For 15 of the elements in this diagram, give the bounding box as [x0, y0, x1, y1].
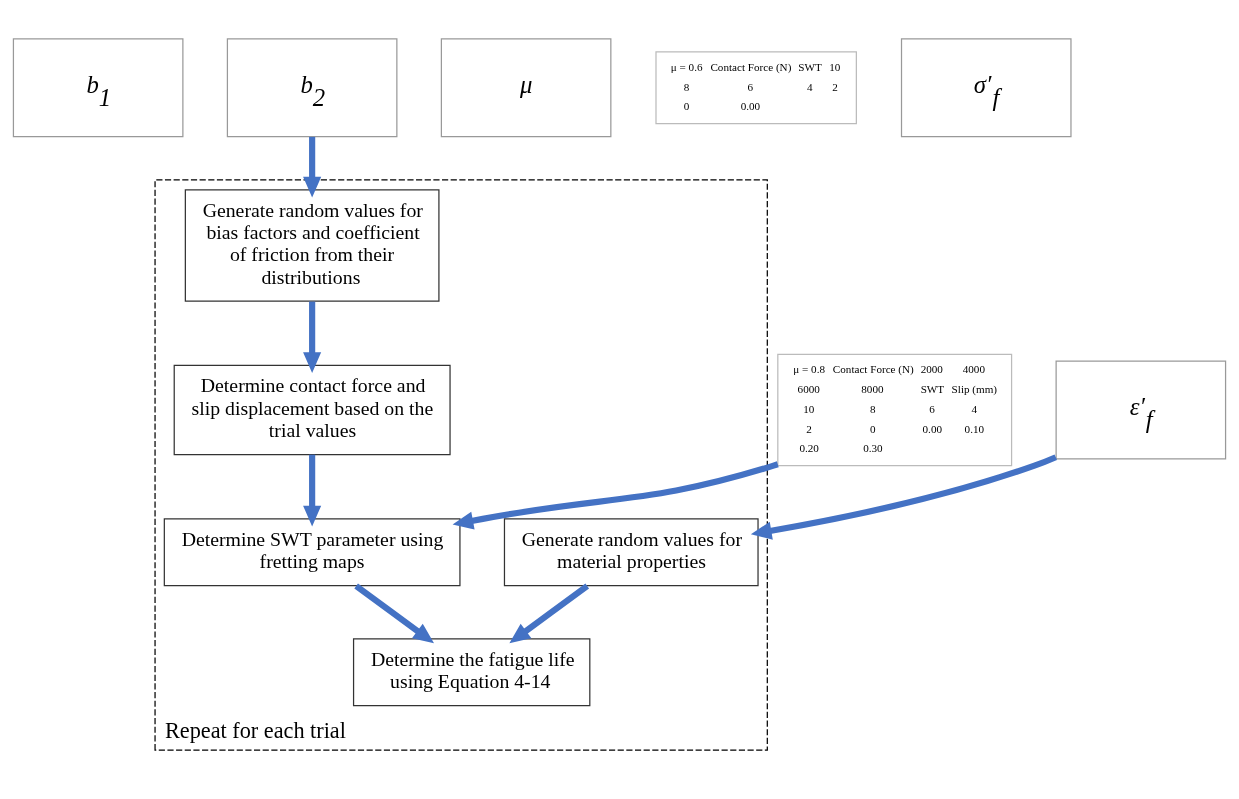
- arrow: [354, 583, 434, 644]
- arrow: [750, 454, 1057, 540]
- arrow: [303, 454, 322, 527]
- node-box: μ: [440, 38, 612, 138]
- node-box: Determine contact force and slip displacement based on the trial values: [173, 364, 451, 456]
- node-box: μ = 0.8 Contact Force (N) 2000 4000 6000 8000 SWT Slip (mm) 10 8 6 4 2 0 0.00 0.10 0.20 0.30: [777, 353, 1013, 467]
- arrow: [303, 301, 322, 373]
- node-box: Determine SWT parameter using fretting maps: [163, 518, 461, 587]
- node-box: Generate random values for bias factors and coefficient of friction from their distributions: [184, 189, 440, 302]
- arrow: [452, 461, 779, 530]
- node-box: μ = 0.6 Contact Force (N) SWT 10 8 6 4 2 0 0.00: [655, 51, 857, 125]
- node-box: Determine the fatigue life using Equation 4-14: [352, 638, 591, 707]
- arrow: [509, 583, 590, 644]
- arrow: [303, 136, 322, 198]
- node-box: Generate random values for material properties: [503, 518, 759, 587]
